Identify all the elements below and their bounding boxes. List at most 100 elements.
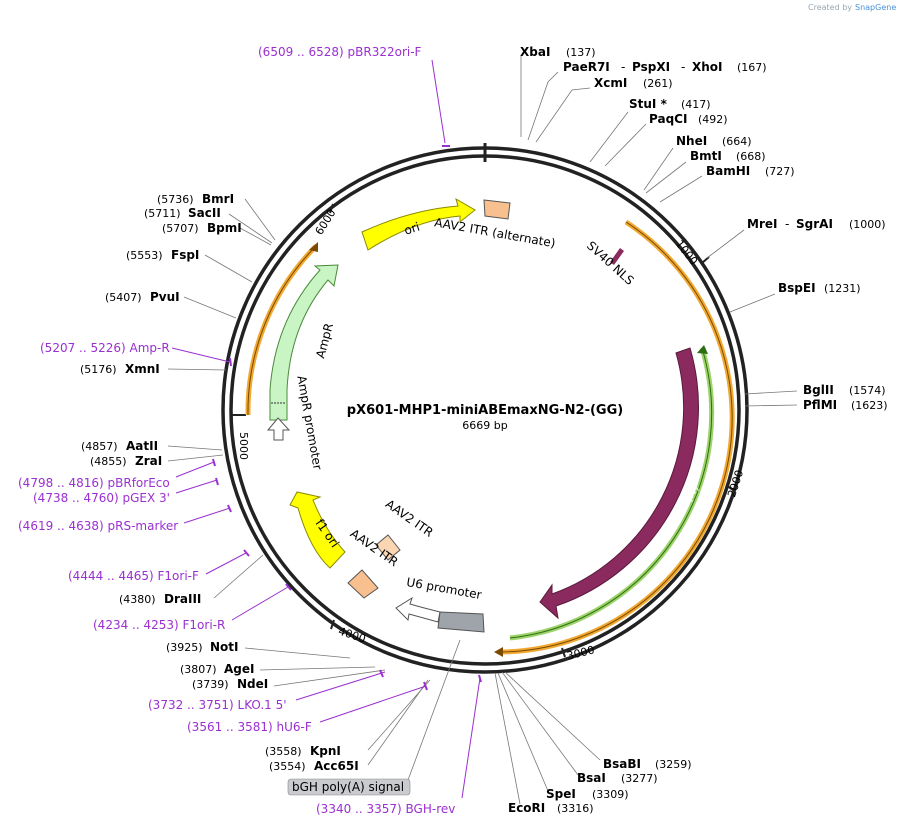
ampr-feature[interactable]: [269, 264, 339, 421]
leader-prs: [183, 507, 231, 524]
leader-pvui: [183, 296, 237, 319]
primer-pbrforeco[interactable]: (4798 .. 4816) pBRforEco: [18, 476, 170, 490]
enzyme-bsai-pos: (3277): [621, 772, 658, 785]
enzyme-acc65i[interactable]: Acc65I: [314, 759, 359, 773]
enzyme-pspxi[interactable]: PspXI: [632, 60, 670, 74]
leader-f1orif: [205, 552, 247, 575]
enzyme-xbai[interactable]: XbaI: [520, 45, 550, 59]
ampr-label: AmpR: [313, 322, 336, 360]
enzyme-sgrai[interactable]: SgrAI: [796, 217, 833, 231]
enzyme-bpmi[interactable]: BpmI: [207, 221, 242, 235]
enzyme-paer7i[interactable]: PaeR7I: [563, 60, 610, 74]
leader-acc65i: [367, 679, 429, 766]
leader-xmni: [167, 368, 227, 371]
leader-bgh-polya: [407, 639, 461, 781]
enzyme-mrei[interactable]: MreI: [747, 217, 777, 231]
enzyme-pvui[interactable]: PvuI: [150, 290, 180, 304]
enzyme-fspi-pos: (5553): [126, 249, 163, 262]
enzyme-noti[interactable]: NotI: [210, 640, 239, 654]
enzyme-bsai[interactable]: BsaI: [577, 771, 606, 785]
enzyme-fspi[interactable]: FspI: [171, 248, 199, 262]
enzyme-bmri[interactable]: BmrI: [202, 192, 234, 206]
enzyme-paqci[interactable]: PaqCI: [649, 112, 687, 126]
primer-pgex3[interactable]: (4738 .. 4760) pGEX 3': [33, 491, 170, 505]
tick-2000: [725, 484, 734, 491]
enzyme-pflmi[interactable]: PflMI: [803, 398, 837, 412]
enzyme-ecori[interactable]: EcoRI: [508, 801, 545, 815]
enzyme-bamhi[interactable]: BamHI: [706, 164, 750, 178]
primer-mark-f1orif: [243, 549, 250, 557]
u6-promoter-feature[interactable]: [395, 596, 441, 623]
sv40-nls-feature[interactable]: [610, 248, 624, 265]
primer-f1orif[interactable]: (4444 .. 4465) F1ori-F: [68, 569, 199, 583]
u6-promoter-label: U6 promoter: [405, 575, 482, 602]
enzyme-kpni-pos: (3558): [265, 745, 302, 758]
aav2-itr-2-feature[interactable]: [347, 569, 379, 599]
leader-hu6: [319, 685, 427, 723]
enzyme-xmni[interactable]: XmnI: [125, 362, 160, 376]
leader-fspi: [204, 254, 253, 283]
enzyme-stui[interactable]: StuI *: [629, 97, 668, 111]
enzyme-xcmi[interactable]: XcmI: [594, 76, 627, 90]
leader-f1orir: [231, 586, 289, 621]
tick-label-3000: 3000: [566, 643, 596, 662]
enzyme-bmti[interactable]: BmtI: [690, 149, 722, 163]
plasmid-length: 6669 bp: [462, 419, 507, 432]
leader-bspei: [729, 293, 776, 313]
enzyme-xbai-pos: (137): [566, 46, 596, 59]
f1-ori-feature[interactable]: [289, 491, 346, 569]
enzyme-bglii[interactable]: BglII: [803, 383, 834, 397]
enzyme-draiii[interactable]: DraIII: [164, 592, 201, 606]
leader-pgex3: [175, 479, 218, 494]
enzyme-mrei-pos: (1000): [849, 218, 886, 231]
cas9-feature[interactable]: [539, 347, 699, 620]
primer-hu6[interactable]: (3561 .. 3581) hU6-F: [187, 720, 312, 734]
enzyme-kpni[interactable]: KpnI: [310, 744, 341, 758]
leader-ecori: [494, 672, 521, 805]
leader-nhei: [643, 147, 674, 191]
bgh-polya-box[interactable]: [287, 778, 411, 796]
enzyme-sacii[interactable]: SacII: [188, 206, 221, 220]
leader-pbrforeco: [175, 461, 215, 478]
enzyme-nhei[interactable]: NheI: [676, 134, 707, 148]
primer-prs[interactable]: (4619 .. 4638) pRS-marker: [18, 519, 178, 533]
leader-noti: [244, 647, 351, 659]
enzyme-bsabi-pos: (3259): [655, 758, 692, 771]
tick-label-2000: 2000: [725, 468, 746, 499]
enzyme-zrai[interactable]: ZraI: [135, 454, 162, 468]
enzyme-noti-pos: (3925): [166, 641, 203, 654]
primer-mark-hu6: [423, 681, 428, 691]
enzyme-ndei[interactable]: NdeI: [237, 677, 268, 691]
enzyme-aatii[interactable]: AatII: [126, 439, 158, 453]
enzyme-bsabi[interactable]: BsaBI: [603, 757, 641, 771]
enzyme-pvui-pos: (5407): [105, 291, 142, 304]
leader-ndei: [273, 669, 386, 687]
annotation-arc-left-head: [309, 242, 318, 252]
enzyme-spei[interactable]: SpeI: [546, 787, 576, 801]
primer-f1orir[interactable]: (4234 .. 4253) F1ori-R: [93, 618, 225, 632]
primer-bghrev[interactable]: (3340 .. 3357) BGH-rev: [316, 802, 455, 816]
annotation-arc-green: [509, 347, 715, 641]
enzyme-agei[interactable]: AgeI: [224, 662, 254, 676]
annotation-arc-left-edge: [247, 245, 317, 416]
primer-ampr[interactable]: (5207 .. 5226) Amp-R: [40, 341, 170, 355]
primer-lko[interactable]: (3732 .. 3751) LKO.1 5': [148, 698, 287, 712]
enzyme-stui-pos: (417): [681, 98, 711, 111]
aav2-itr-alt-feature[interactable]: [483, 199, 511, 220]
leader-draiii: [213, 554, 264, 599]
leader-zrai: [167, 454, 224, 462]
enzyme-bamhi-pos: (727): [765, 165, 795, 178]
ori-feature[interactable]: [361, 197, 476, 251]
ampr-promoter-feature[interactable]: [266, 417, 291, 441]
aav2-itr-1-feature[interactable]: [375, 534, 401, 561]
enzyme-paer7i-sep1: -: [621, 60, 625, 74]
leader-bghrev: [461, 677, 481, 799]
enzyme-mrei-sep: -: [785, 217, 789, 231]
brand-snapgene[interactable]: SnapGene: [855, 3, 896, 12]
primer-pbr322[interactable]: (6509 .. 6528) pBR322ori-F: [258, 45, 422, 59]
enzyme-xhoi[interactable]: XhoI: [692, 60, 723, 74]
enzyme-sacii-pos: (5711): [144, 207, 181, 220]
enzyme-bspei[interactable]: BspEI: [778, 281, 816, 295]
tick-3000: [561, 647, 566, 658]
